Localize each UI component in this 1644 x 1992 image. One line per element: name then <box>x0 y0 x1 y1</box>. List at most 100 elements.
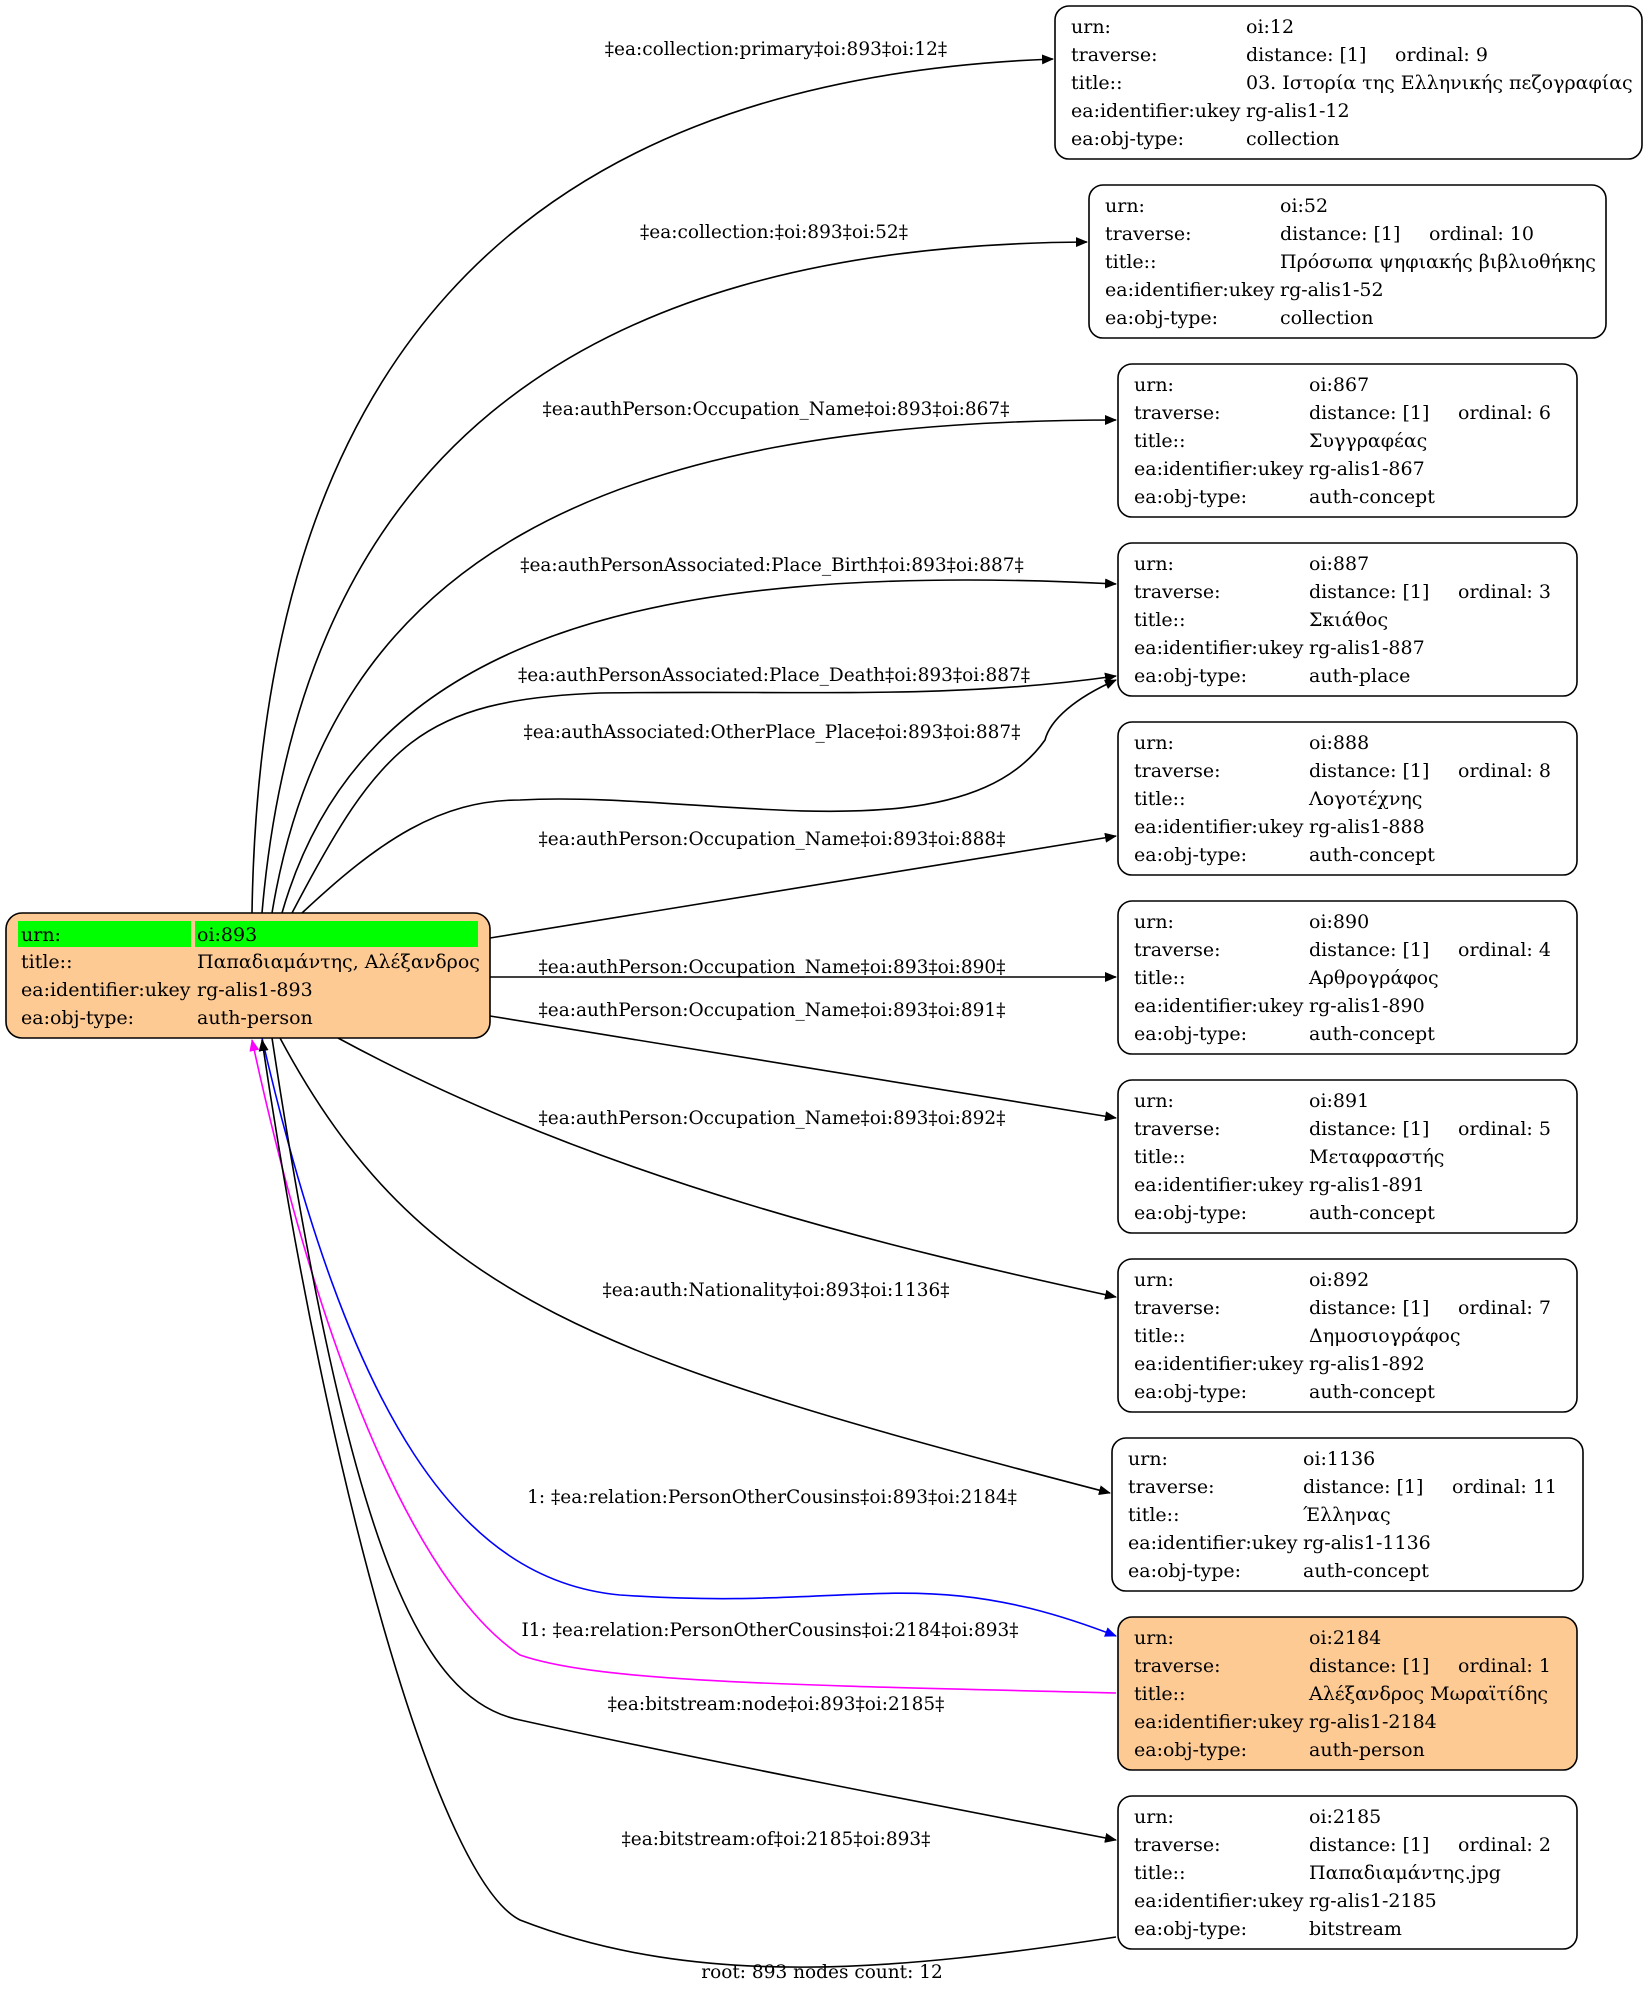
root-type-label: ea:obj-type: <box>21 1007 134 1029</box>
node-box <box>1117 1258 1578 1413</box>
node-field-label: ea:obj-type: <box>1134 1381 1247 1403</box>
node-field-value: Συγγραφέας <box>1309 430 1427 452</box>
node-field-label: urn: <box>1128 1448 1168 1470</box>
root-urn-label: urn: <box>21 924 61 946</box>
node-field-value: rg-alis1-890 <box>1309 995 1425 1017</box>
edge-line <box>261 1037 1117 1637</box>
edge-labels-layer: ‡ea:collection:primary‡oi:893‡oi:12‡ ‡ea:… <box>518 39 1030 1850</box>
node-ordinal: ordinal: 4 <box>1458 939 1551 961</box>
node-field-value: 03. Ιστορία της Ελληνικής πεζογραφίας <box>1246 72 1633 94</box>
node-field-label: urn: <box>1134 374 1174 396</box>
node-field-label: urn: <box>1134 732 1174 754</box>
node-field-value: collection <box>1246 128 1340 150</box>
edge-label: ‡ea:authPerson:Occupation_Name‡oi:893‡oi… <box>539 1108 1006 1129</box>
node-field-label: ea:obj-type: <box>1134 1739 1247 1761</box>
node-field-value: auth-place <box>1309 665 1410 687</box>
edge-line <box>291 672 1117 914</box>
node-field-label: ea:identifier:ukey <box>1134 816 1304 838</box>
node-field-value: Αλέξανδρος Μωραϊτίδης <box>1308 1683 1548 1705</box>
node-field-label: ea:identifier:ukey <box>1071 100 1241 122</box>
node-field-value: rg-alis1-888 <box>1309 816 1425 838</box>
node-box <box>1117 1795 1578 1950</box>
node-box <box>1054 5 1643 160</box>
root-urn-value-highlight <box>195 921 478 947</box>
node-field-value: auth-concept <box>1303 1560 1429 1582</box>
node-ordinal: ordinal: 6 <box>1458 402 1551 424</box>
node-field-label: ea:obj-type: <box>1134 1918 1247 1940</box>
node-field-value: distance: [1] <box>1309 1655 1429 1677</box>
footer-summary: root: 893 nodes count: 12 <box>701 1962 943 1983</box>
root-urn-value: oi:893 <box>197 924 257 946</box>
node-ordinal: ordinal: 2 <box>1458 1834 1551 1856</box>
node-box <box>1117 1079 1578 1234</box>
node-field-label: title:: <box>1134 1862 1185 1884</box>
edge-label: 1: ‡ea:relation:PersonOtherCousins‡oi:89… <box>527 1487 1017 1508</box>
node-field-label: ea:obj-type: <box>1134 1202 1247 1224</box>
node-field-label: ea:identifier:ukey <box>1134 995 1304 1017</box>
node-field-value: oi:887 <box>1309 553 1369 575</box>
node-field-label: ea:identifier:ukey <box>1134 1174 1304 1196</box>
node-field-value: auth-concept <box>1309 1381 1435 1403</box>
node-field-label: ea:obj-type: <box>1134 1023 1247 1045</box>
node-ordinal: ordinal: 7 <box>1458 1297 1551 1319</box>
node-field-value: auth-concept <box>1309 1023 1435 1045</box>
node-field-label: ea:obj-type: <box>1134 844 1247 866</box>
node-field-label: ea:obj-type: <box>1134 486 1247 508</box>
node-field-label: urn: <box>1134 1269 1174 1291</box>
node-field-label: ea:identifier:ukey <box>1134 458 1304 480</box>
edge-label: ‡ea:collection:primary‡oi:893‡oi:12‡ <box>605 39 947 60</box>
node-field-label: traverse: <box>1134 581 1221 603</box>
node-field-value: distance: [1] <box>1309 760 1429 782</box>
node-field-label: urn: <box>1134 553 1174 575</box>
node-box <box>1117 363 1578 518</box>
node-field-label: traverse: <box>1134 1297 1221 1319</box>
node-field-label: ea:identifier:ukey <box>1134 1890 1304 1912</box>
node-field-value: oi:892 <box>1309 1269 1369 1291</box>
node-field-label: urn: <box>1134 1627 1174 1649</box>
node-field-value: rg-alis1-867 <box>1309 458 1425 480</box>
edge-line <box>489 832 1117 939</box>
node-field-value: auth-person <box>1309 1739 1425 1761</box>
node-field-label: title:: <box>1134 1325 1185 1347</box>
node-field-label: traverse: <box>1134 1118 1221 1140</box>
edge-label: ‡ea:collection:‡oi:893‡oi:52‡ <box>640 222 908 243</box>
node-field-label: traverse: <box>1134 402 1221 424</box>
node-field-label: title:: <box>1134 788 1185 810</box>
node-field-label: ea:identifier:ukey <box>1134 637 1304 659</box>
node-field-label: urn: <box>1134 1806 1174 1828</box>
edge-line <box>249 1039 1117 1694</box>
node-field-value: oi:890 <box>1309 911 1369 933</box>
root-ukey-label: ea:identifier:ukey <box>21 979 191 1001</box>
node-field-value: Δημοσιογράφος <box>1309 1325 1461 1347</box>
node-field-label: traverse: <box>1071 44 1158 66</box>
node-field-value: distance: [1] <box>1309 581 1429 603</box>
node-ordinal: ordinal: 5 <box>1458 1118 1551 1140</box>
node-field-value: Μεταφραστής <box>1309 1146 1444 1168</box>
node-field-value: distance: [1] <box>1309 402 1429 424</box>
node-field-value: distance: [1] <box>1303 1476 1423 1498</box>
node-field-value: Πρόσωπα ψηφιακής βιβλιοθήκης <box>1280 251 1596 273</box>
edge-line <box>337 1037 1117 1300</box>
node-field-value: oi:12 <box>1246 16 1294 38</box>
root-type-value: auth-person <box>197 1007 313 1029</box>
edge-label: ‡ea:authPerson:Occupation_Name‡oi:893‡oi… <box>543 399 1010 420</box>
node-field-label: title:: <box>1134 1146 1185 1168</box>
root-node[interactable]: urn: oi:893 title:: Παπαδιαμάντης, Αλέξα… <box>5 912 491 1039</box>
edge-line <box>271 415 1117 914</box>
node-field-label: title:: <box>1134 967 1185 989</box>
node-field-label: title:: <box>1134 609 1185 631</box>
node-field-value: rg-alis1-891 <box>1309 1174 1425 1196</box>
node-field-label: title:: <box>1134 430 1185 452</box>
